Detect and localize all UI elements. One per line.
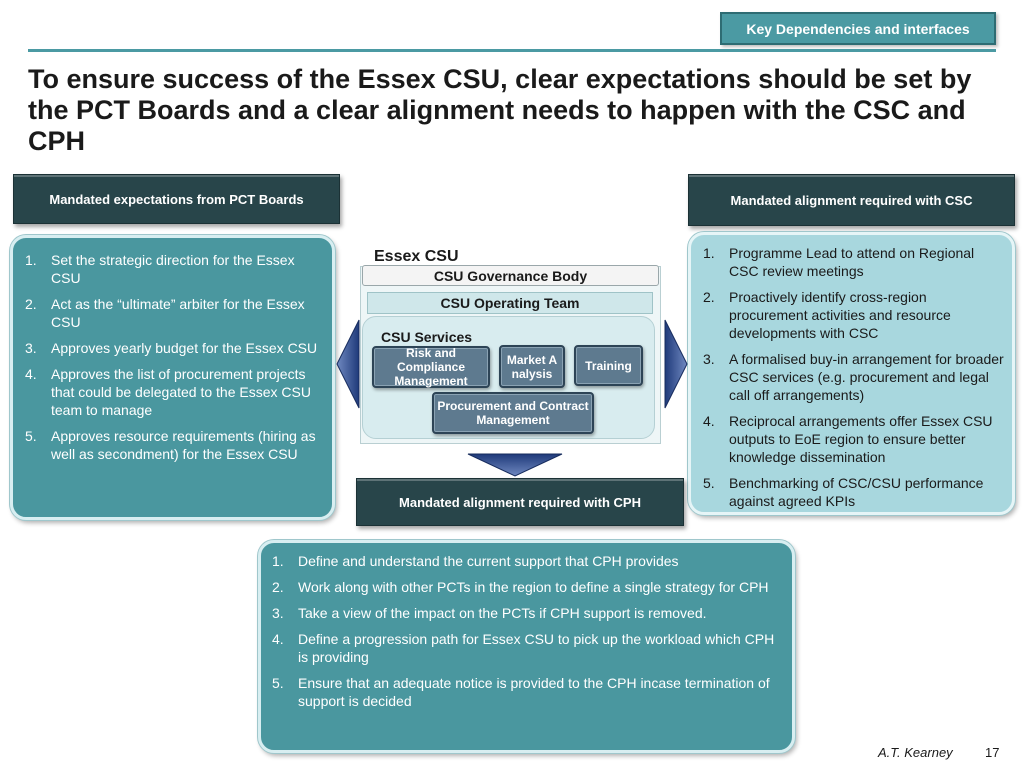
csc-heading: Mandated alignment required with CSC [688,174,1015,226]
item-number: 4. [272,631,284,647]
csc-list: 1. Programme Lead to attend on Regional C… [703,244,1005,518]
item-text: Benchmarking of CSC/CSU performance agai… [729,475,984,509]
list-item: 1. Define and understand the current supp… [272,552,782,570]
pct-heading: Mandated expectations from PCT Boards [13,174,340,224]
list-item: 4. Reciprocal arrangements offer Essex CS… [703,412,1005,466]
item-number: 3. [703,351,715,367]
header-rule [28,49,996,52]
operating-team-box: CSU Operating Team [367,292,653,314]
item-text: Define a progression path for Essex CSU … [298,631,775,665]
item-text: Work along with other PCTs in the region… [298,579,769,595]
list-item: 5. Approves resource requirements (hiring… [25,427,320,463]
list-item: 1. Set the strategic direction for the Es… [25,251,320,287]
item-number: 2. [272,579,284,595]
arrow-left-icon [336,319,360,409]
service-market-analysis: Market Analysis [499,345,565,388]
cph-panel: 1. Define and understand the current supp… [258,540,795,753]
list-item: 3. Approves yearly budget for the Essex C… [25,339,320,357]
item-text: A formalised buy-in arrangement for broa… [729,351,1004,403]
item-number: 4. [25,366,37,382]
arrow-right-icon [664,319,688,409]
list-item: 2. Work along with other PCTs in the regi… [272,578,782,596]
list-item: 2. Act as the “ultimate” arbiter for the … [25,295,320,331]
cph-heading: Mandated alignment required with CPH [356,478,684,526]
arrow-down-icon [467,453,563,477]
item-number: 3. [272,605,284,621]
list-item: 1. Programme Lead to attend on Regional C… [703,244,1005,280]
list-item: 5. Ensure that an adequate notice is prov… [272,674,782,710]
essex-csu-label: Essex CSU [374,248,459,265]
cph-list: 1. Define and understand the current supp… [272,552,782,718]
item-text: Set the strategic direction for the Esse… [51,252,295,286]
pct-panel: 1. Set the strategic direction for the Es… [10,235,335,520]
list-item: 5. Benchmarking of CSC/CSU performance ag… [703,474,1005,510]
service-risk-compliance: Risk and Compliance Management [372,346,490,388]
item-text: Proactively identify cross-region procur… [729,289,951,341]
service-market-text: Market Analysis [506,352,558,381]
item-text: Act as the “ultimate” arbiter for the Es… [51,296,305,330]
item-number: 1. [703,245,715,261]
slide-title: To ensure success of the Essex CSU, clea… [28,64,972,156]
list-item: 3. A formalised buy-in arrangement for br… [703,350,1005,404]
item-number: 5. [25,428,37,444]
section-tag: Key Dependencies and interfaces [720,12,996,45]
item-text: Programme Lead to attend on Regional CSC… [729,245,975,279]
service-procurement: Procurement and Contract Management [432,392,594,434]
item-text: Ensure that an adequate notice is provid… [298,675,770,709]
pct-list: 1. Set the strategic direction for the Es… [25,251,320,471]
item-number: 1. [25,252,37,268]
item-number: 2. [25,296,37,312]
item-text: Take a view of the impact on the PCTs if… [298,605,707,621]
service-training: Training [574,345,643,386]
list-item: 3. Take a view of the impact on the PCTs … [272,604,782,622]
item-number: 5. [703,475,715,491]
item-number: 1. [272,553,284,569]
list-item: 4. Define a progression path for Essex CS… [272,630,782,666]
item-text: Approves resource requirements (hiring a… [51,428,316,462]
item-text: Reciprocal arrangements offer Essex CSU … [729,413,993,465]
services-label: CSU Services [381,329,473,345]
governance-body-box: CSU Governance Body [362,265,659,286]
list-item: 2. Proactively identify cross-region proc… [703,288,1005,342]
item-text: Approves yearly budget for the Essex CSU [51,340,318,356]
list-item: 4. Approves the list of procurement proje… [25,365,320,419]
item-number: 2. [703,289,715,305]
item-text: Define and understand the current suppor… [298,553,679,569]
item-number: 3. [25,340,37,356]
item-number: 4. [703,413,715,429]
item-text: Approves the list of procurement project… [51,366,311,418]
footer-brand: A.T. Kearney [878,745,953,760]
page-number: 17 [985,745,1000,760]
item-number: 5. [272,675,284,691]
csc-panel: 1. Programme Lead to attend on Regional C… [688,232,1015,515]
